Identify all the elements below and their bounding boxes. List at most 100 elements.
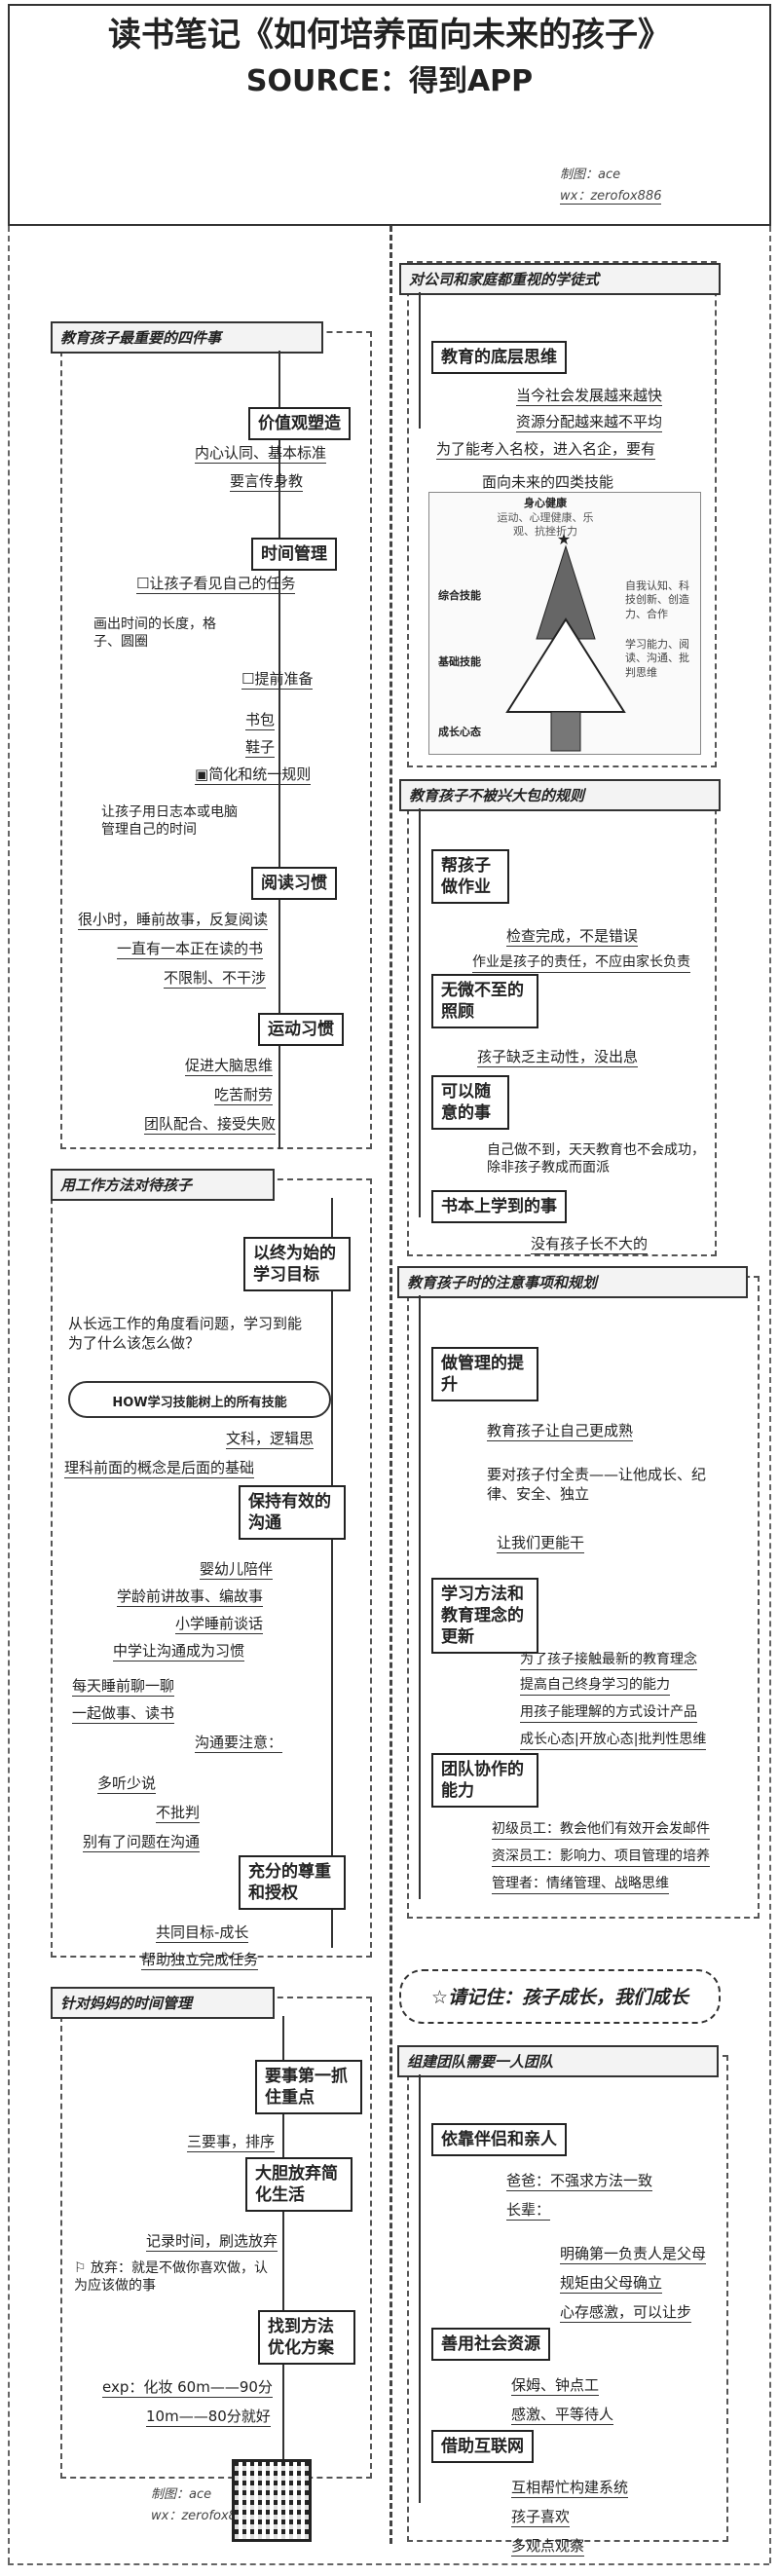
list-item-label: 提前准备 [254,670,314,688]
list-item: 别有了问题在沟通 [83,1833,201,1852]
section-time: 时间管理 [251,538,337,572]
tree-note: 学习能力、阅读、沟通、批判思维 [625,638,689,679]
list-item: ⚐ 放弃：就是不做你喜欢做，认为应该做的事 [74,2259,278,2295]
page-source: SOURCE：得到APP [245,64,534,98]
banner-left1: 教育孩子最重要的四件事 [51,321,323,354]
tree-top-label: 身心健康 [524,497,567,509]
list-item: 每天睡前聊一聊 [72,1677,175,1697]
connector [278,351,280,1149]
list-item: 规矩由父母确立 [560,2274,663,2294]
central-spine [390,226,392,2544]
list-item: 团队配合、接受失败 [144,1115,277,1135]
checkbox-icon: ☐ [136,575,150,592]
list-item: 不批判 [156,1804,201,1823]
list-item: 一起做事、读书 [72,1704,175,1724]
banner-right1: 对公司和家庭都重视的学徒式 [399,263,721,295]
section-learning: 学习方法和教育理念的更新 [431,1578,538,1655]
list-item: 感激、平等待人 [511,2406,614,2425]
list-item: 10m——80分就好 [146,2408,271,2427]
section-goal: 以终为始的学习目标 [243,1237,351,1292]
checkbox-icon: ☐ [241,670,255,688]
connector [419,1295,421,1899]
list-item-label: 让孩子看见自己的任务 [149,575,296,592]
credit-wx-bottom: wx：zerofox886 [151,2509,253,2523]
connector [419,808,421,1217]
header-box [8,4,771,226]
list-item: 让我们更能干 [497,1534,585,1553]
list-item: 文科，逻辑思 [226,1430,315,1449]
list-item: 多观点观察 [511,2537,585,2557]
banner-right2: 教育孩子不被兴大包的规则 [399,779,721,811]
list-item: 没有孩子长不大的 [531,1235,649,1254]
section-casual: 可以随意的事 [431,1075,509,1131]
section-sports: 运动习惯 [258,1013,344,1047]
flag-icon: ⚐ [74,2260,87,2276]
qr-code[interactable] [232,2459,312,2542]
connector [282,2016,284,2464]
list-item: 资源分配越来越不平均 [516,413,663,432]
list-item-label: 简化和统一规则 [208,765,312,783]
list-item: 小学睡前谈话 [175,1615,264,1634]
list-item: 中学让沟通成为习惯 [113,1642,245,1661]
list-item: 管理者：情绪管理、战略思维 [492,1876,669,1894]
list-item: 用孩子能理解的方式设计产品 [520,1704,697,1723]
connector [331,1198,333,1948]
list-item: 孩子缺乏主动性，没出息 [477,1048,639,1067]
list-item: 婴幼儿陪伴 [200,1560,274,1580]
list-item: 从长远工作的角度看问题，学习到能为了什么该怎么做？ [68,1315,303,1352]
list-item: 明确第一负责人是父母 [560,2245,707,2264]
tree-title: 面向未来的四类技能 [482,473,614,491]
list-item: 内心认同、基本标准 [195,444,327,464]
list-item: ☐让孩子看见自己的任务 [136,575,296,594]
section-homework: 帮孩子做作业 [431,849,509,905]
section-communication: 保持有效的沟通 [239,1485,346,1541]
section-priority: 要事第一抓住重点 [255,2060,362,2115]
list-item: 互相帮忙构建系统 [511,2479,629,2498]
section-internet: 借助互联网 [431,2430,534,2464]
skills-tree-svg: ★ [505,530,626,752]
section-partner: 依靠伴侣和亲人 [431,2123,567,2157]
list-item: 提高自己终身学习的能力 [520,1677,670,1696]
banner-right4: 组建团队需要一人团队 [397,2045,719,2077]
left-edge-line [8,226,10,2563]
svg-text:★: ★ [557,530,571,548]
section-simplify: 大胆放弃简化生活 [245,2157,352,2213]
list-item: 三要事，排序 [187,2133,276,2152]
panel-work-methods [51,1178,372,1958]
tree-top-desc: 运动、心理健康、乐观、抗挫折力 [497,511,594,539]
tree-note: 自我认知、科技创新、创造力、合作 [625,579,689,620]
list-item: 保姆、钟点工 [511,2376,600,2396]
section-values: 价值观塑造 [248,407,351,441]
section-book: 书本上学到的事 [431,1190,567,1224]
list-item: 吃苦耐劳 [214,1086,274,1105]
credit-author: 制图：ace [560,168,621,182]
connector [419,2074,421,2503]
list-item: 书包 [245,711,276,730]
skills-tree-figure: ★ [428,492,701,755]
skill-tree-pill: HOW学习技能树上的所有技能 [68,1381,331,1418]
list-item: 学龄前讲故事、编故事 [117,1587,264,1607]
credit-author-bottom: 制图：ace [151,2487,212,2502]
list-item: 沟通要注意： [195,1734,283,1753]
banner-right3: 教育孩子时的注意事项和规划 [397,1266,748,1298]
credit-wx: wx：zerofox886 [560,185,662,205]
list-item: 不限制、不干涉 [164,969,267,989]
section-social: 善用社会资源 [431,2328,550,2362]
list-item: 为了能考入名校，进入名企，要有 [436,440,656,460]
list-item: 当今社会发展越来越快 [516,387,663,406]
list-item: 共同目标-成长 [156,1923,249,1943]
list-item: 要对孩子付全责——让他成长、纪律、安全、独立 [487,1466,707,1503]
list-item: 成长心态|开放心态|批判性思维 [520,1732,707,1750]
section-overcare: 无微不至的照顾 [431,974,538,1029]
banner-left2: 用工作方法对待孩子 [51,1169,275,1201]
list-item: 画出时间的长度，格子、圆圈 [93,616,216,651]
list-item: 教育孩子让自己更成熟 [487,1422,634,1441]
section-management: 做管理的提升 [431,1347,538,1402]
quote-bubble: ☆请记住：孩子成长，我们成长 [399,1969,721,2024]
list-item: 记录时间，刷选放弃 [146,2232,278,2252]
list-item: 让孩子用日志本或电脑管理自己的时间 [101,804,238,839]
section-respect: 充分的尊重和授权 [239,1855,346,1911]
list-item: 检查完成，不是错误 [506,927,639,947]
list-item: 初级员工：教会他们有效开会发邮件 [492,1821,710,1840]
list-item: 自己做不到，天天教育也不会成功，除非孩子教成而面派 [487,1142,705,1176]
